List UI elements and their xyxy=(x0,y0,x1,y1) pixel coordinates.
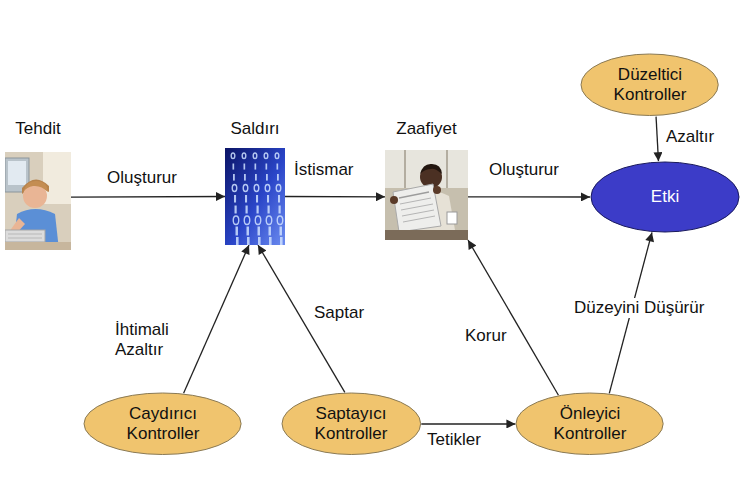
binary-digit-shape xyxy=(258,237,261,245)
binary-digit-shape xyxy=(267,195,269,203)
arrow-connector xyxy=(71,196,225,198)
edge-label: Tetikler xyxy=(425,430,483,450)
binary-digit-shape xyxy=(275,153,279,159)
attack-node: Saldırı xyxy=(225,118,285,245)
binary-digit-shape xyxy=(232,185,237,192)
binary-digit-shape xyxy=(254,185,259,192)
edge-label: Saptar xyxy=(312,303,366,323)
binary-digit-shape xyxy=(257,206,259,214)
binary-digit-shape xyxy=(233,174,235,181)
picture-heading: Saldırı xyxy=(230,118,279,140)
binary-digit-shape xyxy=(258,227,260,236)
binary-digit-shape xyxy=(279,206,281,214)
arrow-connector xyxy=(184,245,249,393)
arrow-connector xyxy=(285,196,385,198)
picture-heading: Tehdit xyxy=(15,118,60,140)
binary-digit-shape xyxy=(246,206,248,214)
ellipse-label: Düzeltici Kontroller xyxy=(604,65,695,104)
binary-digit-shape xyxy=(244,164,246,170)
binary-digit-shape xyxy=(276,185,281,192)
binary-digit-shape xyxy=(233,216,239,224)
corrective-control-ellipse: Düzeltici Kontroller xyxy=(580,53,719,117)
edge-label: Düzeyini Düşürür xyxy=(572,298,706,318)
binary-digit-shape xyxy=(233,164,235,170)
preventive-control-ellipse: Önleyici Kontroller xyxy=(515,392,664,456)
arrow-connector xyxy=(656,117,658,162)
ellipse-label: Caydırıcı Kontroller xyxy=(110,404,215,443)
threat-node: Tehdit xyxy=(5,118,71,250)
edge-label: Oluşturur xyxy=(105,168,179,188)
binary-digit-shape xyxy=(235,206,237,214)
binary-digit-shape xyxy=(269,227,271,236)
binary-digit-shape xyxy=(247,227,249,236)
binary-digit-shape xyxy=(255,174,257,181)
arrow-connector xyxy=(468,196,590,197)
binary-digit-shape xyxy=(268,206,270,214)
binary-digit-shape xyxy=(244,216,250,224)
binary-digit-shape xyxy=(264,153,268,159)
edge-label: İstismar xyxy=(292,160,356,180)
binary-digit-shape xyxy=(280,237,283,245)
edge-label: Korur xyxy=(463,326,509,346)
ellipse-label: Etki xyxy=(651,187,679,207)
binary-digit-shape xyxy=(256,195,258,203)
vulnerability-node: Zaafiyet xyxy=(385,118,468,240)
edge-label: Azaltır xyxy=(664,127,716,147)
binary-digit-shape xyxy=(266,164,268,170)
arrow-connector xyxy=(421,423,515,424)
ellipse-label: Saptayıcı Kontroller xyxy=(305,404,397,443)
arrow-connector xyxy=(468,240,558,395)
binary-digit-shape xyxy=(255,216,261,224)
impact-ellipse: Etki xyxy=(590,161,740,233)
binary-digit-shape xyxy=(278,195,280,203)
binary-digit-shape xyxy=(280,227,282,236)
binary-digit-shape xyxy=(234,195,236,203)
ellipse-label: Önleyici Kontroller xyxy=(541,404,639,443)
deterrent-control-ellipse: Caydırıcı Kontroller xyxy=(83,392,242,456)
binary-digit-shape xyxy=(277,216,283,224)
threat-picture xyxy=(5,152,71,250)
binary-digit-shape xyxy=(265,185,270,192)
binary-digit-shape xyxy=(247,237,250,245)
reader-picture xyxy=(385,150,468,240)
binary-picture xyxy=(225,148,285,245)
binary-digit-shape xyxy=(269,237,272,245)
binary-digit-shape xyxy=(277,164,279,170)
binary-digit-shape xyxy=(245,195,247,203)
binary-digit-shape xyxy=(255,164,257,170)
binary-digit-shape xyxy=(266,216,272,224)
binary-digit-shape xyxy=(243,185,248,192)
picture-heading: Zaafiyet xyxy=(396,118,456,140)
binary-digit-shape xyxy=(266,174,268,181)
detective-control-ellipse: Saptayıcı Kontroller xyxy=(281,392,422,456)
binary-digit-shape xyxy=(242,153,246,159)
binary-digit-shape xyxy=(236,237,239,245)
binary-digit-shape xyxy=(277,174,279,181)
binary-digit-shape xyxy=(231,153,235,159)
binary-digit-shape xyxy=(236,227,238,236)
binary-digit-shape xyxy=(253,153,257,159)
edge-label: Oluşturur xyxy=(487,160,561,180)
edge-label: İhtimali Azaltır xyxy=(113,320,189,361)
binary-digit-shape xyxy=(244,174,246,181)
